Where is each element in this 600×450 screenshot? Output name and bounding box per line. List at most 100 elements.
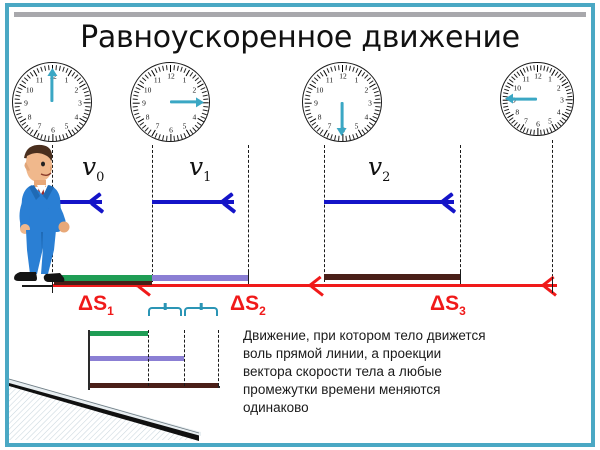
trajectory-axis xyxy=(52,284,557,288)
clock-numeral: 7 xyxy=(37,121,42,131)
clock-tick xyxy=(537,65,539,72)
clock-tick xyxy=(504,88,510,92)
clock-tick xyxy=(74,127,79,132)
velocity-arrow-v2 xyxy=(324,200,454,204)
clock-tick xyxy=(189,129,194,135)
clock-numeral: 9 xyxy=(24,98,28,108)
clock-tick xyxy=(330,134,333,140)
clock-tick xyxy=(533,65,535,71)
axis-arrowhead-end-icon xyxy=(543,278,559,294)
clock-tick xyxy=(345,65,347,71)
clock-tick xyxy=(135,87,141,91)
clock-tick xyxy=(147,71,152,77)
clock-numeral: 9 xyxy=(314,98,318,108)
page-title: Равноускоренное движение xyxy=(80,20,520,55)
clock-tick xyxy=(330,66,333,72)
clock-tick xyxy=(15,109,21,112)
velocity-symbol: v xyxy=(189,152,204,181)
clock-tick xyxy=(561,117,567,121)
axis-tick-t0 xyxy=(52,277,53,293)
clock-tick xyxy=(529,65,532,71)
segment-delta-s3 xyxy=(324,274,460,280)
clock-tick xyxy=(306,112,312,116)
clock-t2: 121234567891011 xyxy=(302,62,382,142)
clock-numeral: 5 xyxy=(548,116,552,126)
clock-tick xyxy=(65,132,69,138)
clock-t0: 121234567891011 xyxy=(12,62,92,142)
clock-tick xyxy=(203,105,209,108)
clock-tick xyxy=(540,65,542,71)
clock-numeral: 12 xyxy=(167,71,175,81)
clock-numeral: 1 xyxy=(354,75,359,85)
clock-numeral: 6 xyxy=(51,125,55,135)
clock-tick xyxy=(21,80,27,85)
clock-numeral: 7 xyxy=(155,121,160,131)
clock-tick xyxy=(200,115,206,119)
velocity-label-v1: v1 xyxy=(189,152,211,185)
clock-tick xyxy=(567,102,573,105)
delta-s-symbol: ΔS xyxy=(78,292,108,315)
clock-tick xyxy=(194,124,200,129)
clock-numeral: 2 xyxy=(192,85,197,94)
clock-tick xyxy=(85,105,91,108)
clock-tick xyxy=(134,90,140,94)
clock-tick xyxy=(304,102,312,104)
clock-tick xyxy=(372,87,378,91)
clock-tick xyxy=(372,115,378,119)
clock-tick xyxy=(537,128,539,135)
clock-hand xyxy=(50,75,54,102)
clock-tick xyxy=(40,134,43,140)
clock-tick xyxy=(154,68,158,74)
top-gray-rule xyxy=(14,12,586,17)
clock-tick xyxy=(44,65,47,71)
clock-numeral: 2 xyxy=(556,83,561,93)
clock-numeral: 10 xyxy=(143,85,152,94)
clock-numeral: 1 xyxy=(182,75,187,85)
clock-tick xyxy=(366,124,372,129)
dashed-line-t5 xyxy=(552,140,553,287)
clock-numeral: 5 xyxy=(64,121,69,131)
clock-tick xyxy=(565,108,571,112)
clock-tick xyxy=(40,66,43,72)
clock-tick xyxy=(368,121,374,126)
clock-tick xyxy=(144,74,149,79)
clock-numeral: 8 xyxy=(515,107,520,117)
clock-tick xyxy=(203,98,209,101)
bar-delta-s3 xyxy=(90,383,218,388)
clock-tick xyxy=(304,105,310,108)
clock-numeral: 2 xyxy=(74,85,79,94)
description-line-3: вектора скорости тела а любые xyxy=(243,364,442,379)
dashed-line-t2 xyxy=(248,145,249,287)
clock-tick xyxy=(565,99,573,101)
clock-numeral: 8 xyxy=(145,112,150,121)
velocity-arrow-v0 xyxy=(52,200,102,204)
brace-left xyxy=(148,303,182,316)
clock-tick xyxy=(566,92,572,95)
clock-tick xyxy=(567,95,573,98)
clock-tick xyxy=(374,94,380,97)
axis-arrowhead-t2-icon xyxy=(310,278,326,294)
clock-tick xyxy=(566,105,572,108)
bar-delta-s2 xyxy=(90,356,184,361)
clock-tick xyxy=(546,66,549,72)
description-line-2: воль прямой линии, а проекции xyxy=(243,346,442,361)
clock-tick xyxy=(83,90,89,94)
clock-tick xyxy=(36,132,40,138)
clock-tick xyxy=(162,135,165,141)
clock-tick xyxy=(348,135,351,141)
clock-tick xyxy=(342,65,344,72)
clock-numeral: 1 xyxy=(64,75,69,85)
segment-delta-s1 xyxy=(54,275,152,281)
description-line-4: промежутки времени меняются xyxy=(243,382,441,397)
clock-tick xyxy=(183,132,187,138)
clock-tick xyxy=(166,65,168,71)
axis-origin-stub xyxy=(22,285,58,287)
delta-s-subscript: 2 xyxy=(259,304,266,319)
clock-numeral: 11 xyxy=(35,75,44,85)
velocity-label-v2: v2 xyxy=(368,152,390,185)
clock-tick xyxy=(352,66,355,72)
clock-tick xyxy=(526,128,529,134)
velocity-subscript: 0 xyxy=(96,170,105,185)
dashed-line-t4 xyxy=(460,145,461,287)
